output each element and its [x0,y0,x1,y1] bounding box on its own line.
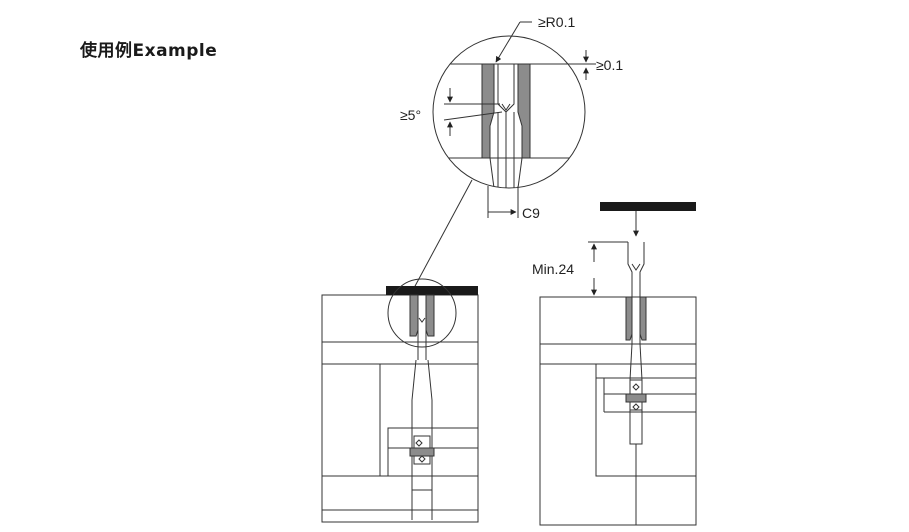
detail-leader-line [413,179,473,289]
angle-dimension [443,88,503,136]
detail-circle [432,35,586,189]
depth-label: ≥0.1 [596,57,623,73]
right-mold-assembly [539,202,697,526]
radius-callout [495,21,532,63]
chamfer-label: C9 [522,205,540,221]
left-mold-assembly [321,278,479,523]
min-length-dimension [588,241,628,298]
min-length-label: Min.24 [532,261,574,277]
angle-label: ≥5° [400,107,421,123]
radius-label: ≥R0.1 [538,14,575,30]
page-title: 使用例Example [80,41,218,61]
chamfer-dimension [487,186,519,218]
detail-magnified-view [432,35,586,189]
depth-dimension [560,50,596,80]
